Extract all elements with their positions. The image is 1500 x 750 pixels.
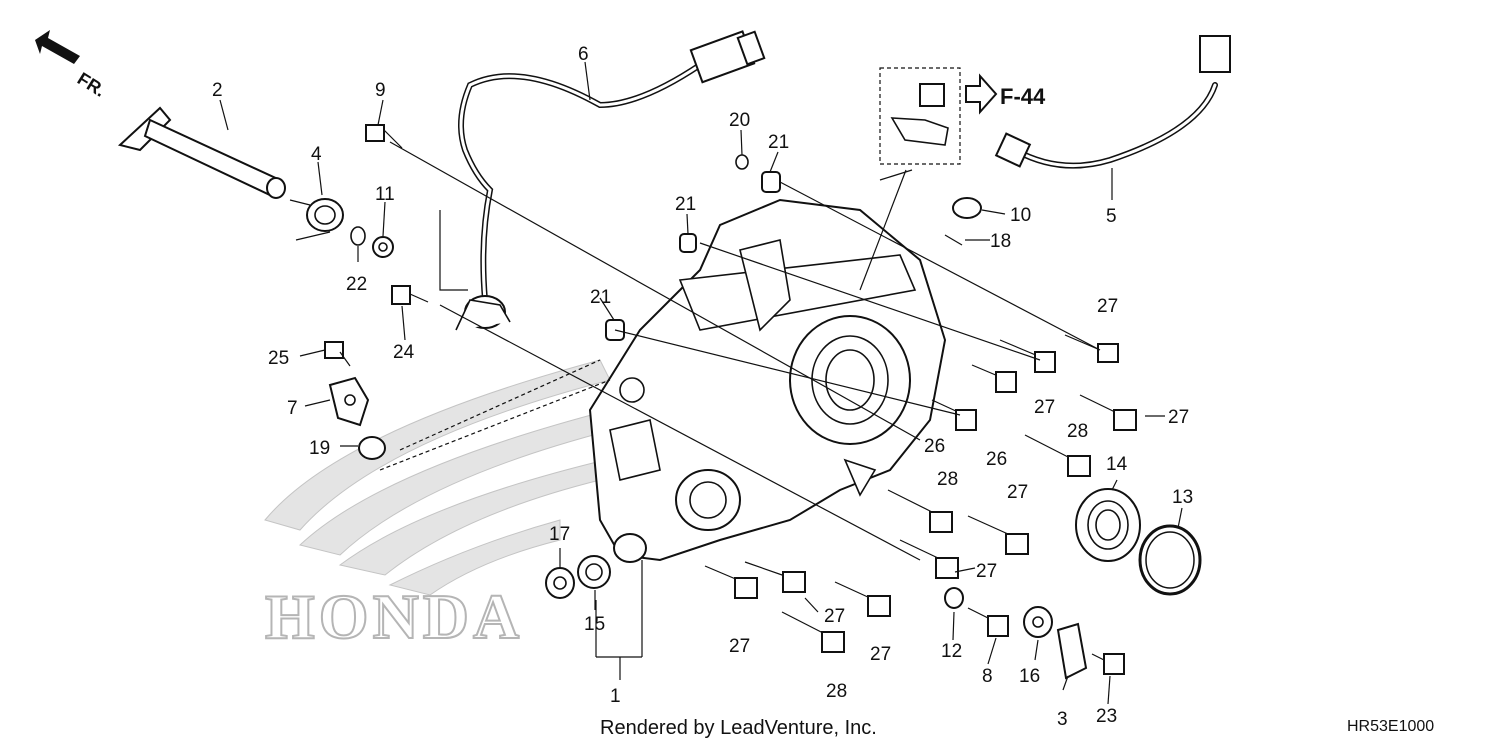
callout-17: 17 xyxy=(549,524,570,545)
washer-20 xyxy=(735,154,749,170)
bolt-8 xyxy=(967,607,1009,637)
callout-5: 5 xyxy=(1106,206,1117,227)
spring-18 xyxy=(944,234,963,246)
bracket-f44 xyxy=(890,83,949,146)
callout-27-a: 27 xyxy=(1097,296,1118,317)
callout-15: 15 xyxy=(584,614,605,635)
bolt-27-a xyxy=(1064,334,1119,363)
bolt-24 xyxy=(391,285,429,305)
bolt-26-a xyxy=(971,364,1017,393)
callout-21-middle: 21 xyxy=(675,194,696,215)
honda-watermark-text: HONDA xyxy=(265,581,523,652)
bolt-27-e xyxy=(899,539,959,579)
washer-12 xyxy=(944,587,964,609)
bolt-27-b xyxy=(999,339,1056,373)
callout-21-top: 21 xyxy=(768,132,789,153)
bolt-9 xyxy=(365,124,403,149)
callout-19: 19 xyxy=(309,438,330,459)
callout-14: 14 xyxy=(1106,454,1128,475)
callout-18: 18 xyxy=(990,231,1011,252)
o-ring-19 xyxy=(358,436,386,460)
callout-20: 20 xyxy=(729,110,750,131)
clip-22 xyxy=(350,226,366,246)
shift-shaft-2 xyxy=(117,106,286,199)
callout-28-b: 28 xyxy=(937,469,958,490)
callout-7: 7 xyxy=(287,398,298,419)
honda-wing-watermark xyxy=(264,359,613,596)
dowel-pin-21-middle xyxy=(679,233,697,253)
callout-11: 11 xyxy=(375,184,395,205)
callout-27-g: 27 xyxy=(729,636,750,657)
callout-3: 3 xyxy=(1057,709,1068,730)
callout-labels: 1 2 3 4 5 6 7 8 9 10 11 12 13 14 15 16 1… xyxy=(212,44,1193,730)
bolt-28-b xyxy=(887,489,953,533)
callout-28-a: 28 xyxy=(1067,421,1088,442)
credit-text: Rendered by LeadVenture, Inc. xyxy=(600,717,877,739)
callout-22: 22 xyxy=(346,274,367,295)
callout-25: 25 xyxy=(268,348,289,369)
bolt-26-b xyxy=(931,399,977,431)
callout-27-b: 27 xyxy=(1034,397,1055,418)
wire-harness-5 xyxy=(994,35,1231,169)
callout-27-f: 27 xyxy=(824,606,845,627)
bolt-23 xyxy=(1091,653,1125,675)
callout-23: 23 xyxy=(1096,706,1117,727)
callout-21-lower: 21 xyxy=(590,287,611,308)
callout-10: 10 xyxy=(1010,205,1031,226)
callout-24: 24 xyxy=(393,342,415,363)
callout-27-c: 27 xyxy=(1168,407,1189,428)
wire-harness-6 xyxy=(455,30,766,331)
callout-9: 9 xyxy=(375,80,386,101)
bolt-28-a xyxy=(1024,434,1091,477)
bolt-27-c xyxy=(1079,394,1137,431)
callout-27-e: 27 xyxy=(976,561,997,582)
reference-label: F-44 xyxy=(1000,84,1046,109)
front-arrow-icon xyxy=(35,30,80,64)
reference-box xyxy=(879,67,961,165)
stay-3 xyxy=(1056,622,1088,680)
callout-13: 13 xyxy=(1172,487,1193,508)
callout-27-d: 27 xyxy=(1007,482,1028,503)
callout-27-h: 27 xyxy=(870,644,891,665)
plug-10 xyxy=(952,197,982,219)
callout-12: 12 xyxy=(941,641,962,662)
bolt-27-d xyxy=(967,515,1029,555)
callout-1: 1 xyxy=(610,686,621,707)
crankcase-cover-1 xyxy=(588,198,947,563)
callout-28-c: 28 xyxy=(826,681,847,702)
snap-ring-13 xyxy=(1138,524,1202,596)
diagram-code: HR53E1000 xyxy=(1347,718,1434,735)
dowel-pin-21-top xyxy=(761,171,781,193)
bolt-27-f xyxy=(744,561,806,593)
callout-2: 2 xyxy=(212,80,223,101)
bolt-27-g xyxy=(704,565,758,599)
callout-8: 8 xyxy=(982,666,993,687)
reference-arrow-icon xyxy=(965,73,998,115)
leader-lines xyxy=(219,61,1183,705)
bolt-28-c xyxy=(781,611,845,653)
callout-6: 6 xyxy=(578,44,589,65)
return-spring-4 xyxy=(289,198,344,241)
callout-26-right: 26 xyxy=(986,449,1007,470)
bolt-27-h xyxy=(834,581,891,617)
callout-26-left: 26 xyxy=(924,436,945,457)
callout-16: 16 xyxy=(1019,666,1040,687)
bolt-25 xyxy=(324,341,351,367)
front-marker: FR. xyxy=(74,68,109,100)
bearing-14 xyxy=(1075,488,1141,562)
callout-4: 4 xyxy=(311,144,322,165)
sensor-7 xyxy=(328,376,370,427)
